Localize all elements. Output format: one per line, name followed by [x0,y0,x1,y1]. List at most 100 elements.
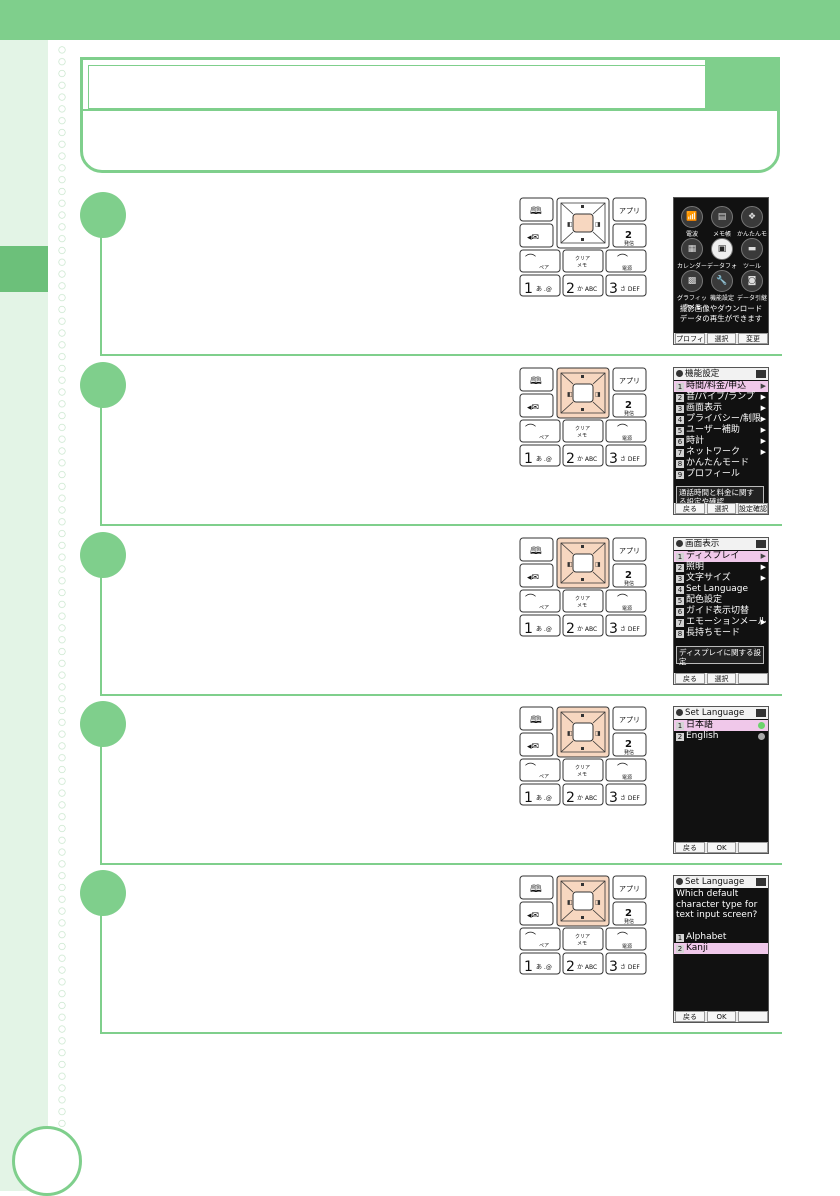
step-1: ◧ ◨ 🕮 アプリ ◂✉ 2 発信 ⌒ ペア クリア メモ ⌒ 電源 1 あ .… [76,192,782,358]
radio-icon [758,722,765,729]
svg-text:◨: ◨ [595,561,601,568]
menu-item-number: 4 [676,416,684,424]
soft-key-right[interactable]: 変更 [738,333,768,344]
soft-key-center[interactable]: 選択 [707,503,736,514]
clear-key [562,927,604,951]
soft-key-right[interactable] [738,1011,768,1022]
mail-key [519,563,554,588]
redial-key [612,393,647,418]
svg-text:⌒: ⌒ [617,762,628,775]
soft-key-left[interactable]: 戻る [675,1011,705,1022]
menu-item-number: 3 [676,575,684,583]
svg-text:アプリ: アプリ [619,547,640,555]
soft-key-center[interactable]: OK [707,1011,736,1022]
soft-key-right[interactable]: 設定確認 [738,503,768,514]
svg-text:2: 2 [625,739,632,750]
soft-key-left[interactable]: 戻る [675,842,705,853]
svg-text:あ .@: あ .@ [536,964,552,971]
step-2: ◧ ◨ 🕮 アプリ ◂✉ 2 発信 ⌒ ペア クリア メモ ⌒ 電源 1 あ .… [76,362,782,528]
keypad-step-4: ◧ ◨ 🕮 アプリ ◂✉ 2 発信 ⌒ ペア クリア メモ ⌒ 電源 1 あ .… [519,706,647,806]
svg-text:か ABC: か ABC [577,286,597,293]
menu-item-number: 2 [676,733,684,741]
menu-icon-label: データ引継 [737,295,768,302]
chevron-right-icon: ▶ [760,382,766,390]
svg-text:ペア: ペア [539,265,549,271]
menu-icon-item[interactable]: 🔧機能設定 [707,270,737,302]
svg-text:⌒: ⌒ [617,423,628,436]
menu-icon-item[interactable]: ▦カレンダー [677,238,707,270]
key-2 [562,614,604,637]
svg-text:◧: ◧ [567,730,573,737]
svg-text:◧: ◧ [567,899,573,906]
svg-text:メモ: メモ [577,772,587,778]
menu-icon: 📶 [681,206,703,228]
step-number-circle [80,701,126,747]
svg-text:⌒: ⌒ [617,593,628,606]
soft-key-center[interactable]: 選択 [707,673,736,684]
svg-text:ペア: ペア [539,435,549,441]
svg-text:◨: ◨ [595,899,601,906]
svg-text:◨: ◨ [595,730,601,737]
svg-text:◂✉: ◂✉ [527,742,539,752]
menu-item-label: ディスプレイ [686,551,740,561]
menu-icon-item[interactable]: ◙データ引継 [737,270,767,302]
menu-item-label: 照明 [686,562,705,572]
key-1 [519,274,561,297]
svg-text:電源: 電源 [622,943,632,950]
svg-text:1: 1 [524,959,533,975]
title-divider [83,109,777,111]
key-1 [519,783,561,806]
phonebook-key [519,537,554,562]
soft-key-center[interactable]: 選択 [707,333,736,344]
svg-text:◨: ◨ [595,221,601,228]
chevron-right-icon: ▶ [760,618,766,626]
gear-icon [676,540,683,547]
svg-text:2: 2 [566,621,575,637]
menu-icon-item[interactable]: ▤メモ帳 [707,206,737,238]
app-key [612,367,647,392]
dpad-center [572,722,594,742]
soft-key-left[interactable]: 戻る [675,673,705,684]
soft-key-right[interactable] [738,842,768,853]
soft-key-center[interactable]: OK [707,842,736,853]
menu-icon-item[interactable]: ▩グラフィックメモ [677,270,707,311]
soft-key-left[interactable]: プロフィール [675,333,705,344]
menu-item-label: 画面表示 [686,403,723,413]
menu-item-label: 時間/料金/申込 [686,381,747,391]
svg-text:1: 1 [524,451,533,467]
soft-key-left[interactable]: 戻る [675,503,705,514]
key-3 [605,444,647,467]
menu-item-number: 1 [676,934,684,942]
chapter-tab[interactable] [0,246,48,292]
menu-icon-label: 機能設定 [709,295,734,302]
menu-icon-item[interactable]: ▬ツール [737,238,767,270]
svg-text:⌒: ⌒ [525,762,536,775]
soft-key-right[interactable] [738,673,768,684]
menu-icon-item[interactable]: 📶電波 [677,206,707,238]
power-key [605,589,647,613]
chevron-right-icon: ▶ [760,393,766,401]
svg-text:🕮: 🕮 [530,715,542,726]
